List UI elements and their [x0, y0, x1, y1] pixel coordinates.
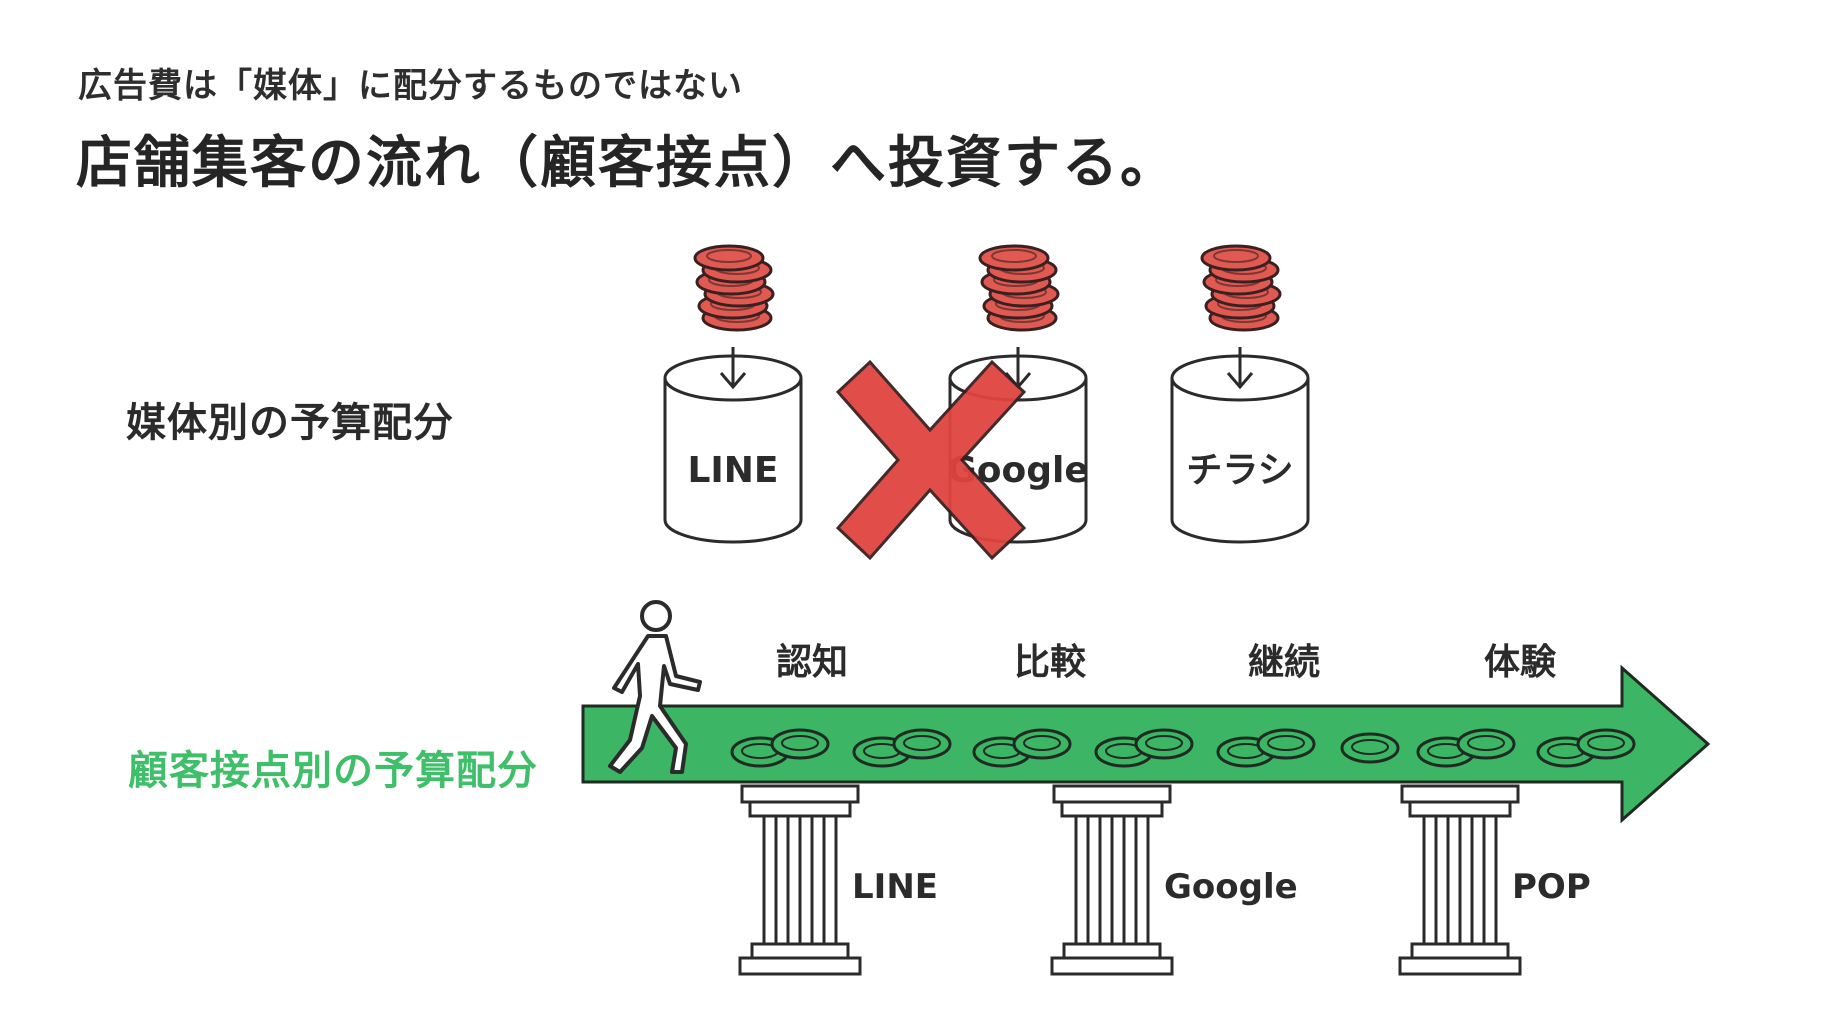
green-coin-icon [1456, 728, 1516, 760]
stage-label-retention: 継続 [1248, 642, 1320, 683]
pillar-label-pop: POP [1512, 867, 1591, 907]
cylinder-label-line: LINE [687, 450, 778, 491]
stage-label-awareness: 認知 [776, 642, 848, 683]
pillar-label-line: LINE [852, 867, 938, 907]
page-title: 店舗集客の流れ（顧客接点）へ投資する。 [76, 131, 1178, 196]
walking-person-icon [608, 600, 702, 774]
green-coin-icon [1340, 732, 1400, 764]
green-coin-icon [770, 728, 830, 760]
pillar-icon [1398, 784, 1522, 976]
coin-stack-icon [695, 246, 773, 330]
green-coin-icon [892, 728, 952, 760]
stage-label-experience: 体験 [1484, 642, 1557, 683]
media-allocation-label: 媒体別の予算配分 [126, 400, 454, 446]
touchpoint-allocation-label: 顧客接点別の予算配分 [128, 748, 538, 794]
cross-mark-icon [835, 359, 1027, 561]
green-coin-icon [1012, 728, 1072, 760]
pillar-icon [738, 784, 862, 976]
stage-label-comparison: 比較 [1014, 642, 1087, 683]
green-coin-icon [1576, 728, 1636, 760]
subtitle: 広告費は「媒体」に配分するものではない [78, 66, 743, 106]
coin-stack-icon [980, 246, 1058, 330]
cylinder-label-flyer: チラシ [1186, 450, 1293, 491]
pillar-label-google: Google [1164, 867, 1298, 907]
coin-stack-icon [1202, 246, 1280, 330]
green-coin-icon [1134, 728, 1194, 760]
green-coin-icon [1256, 728, 1316, 760]
pillar-icon [1050, 784, 1174, 976]
